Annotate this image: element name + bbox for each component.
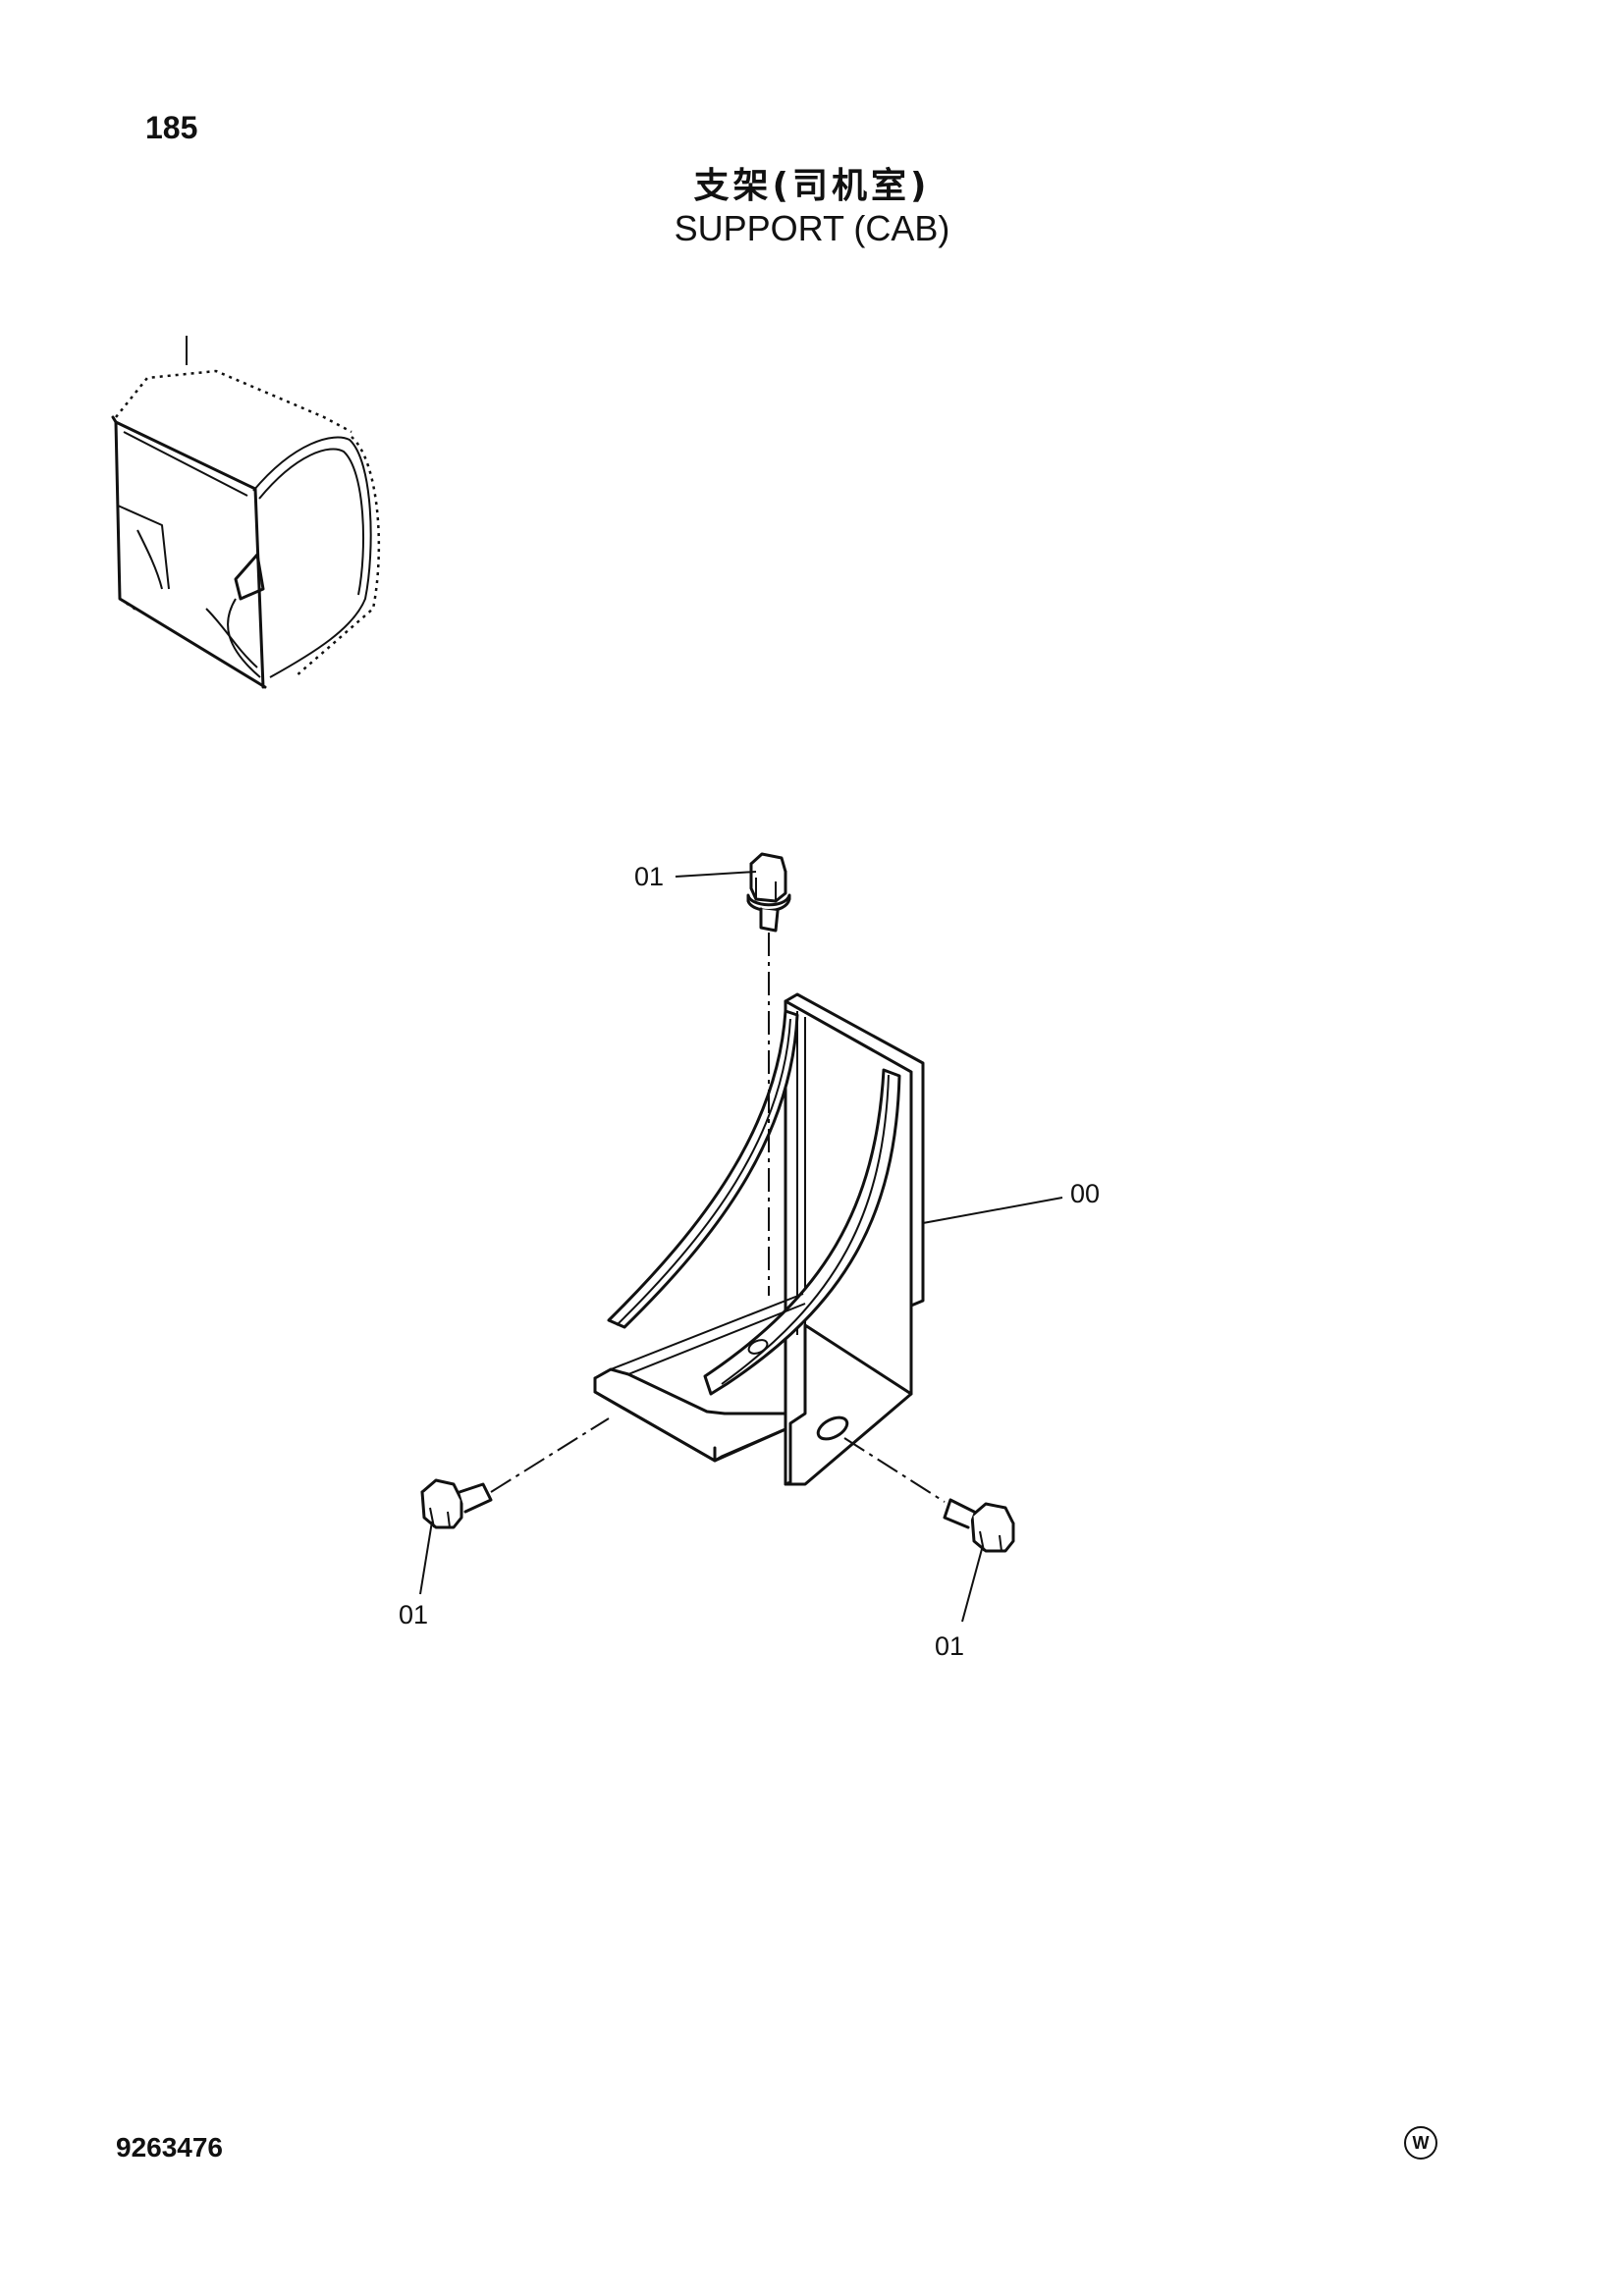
title-chinese: 支架(司机室) xyxy=(693,166,931,206)
bolt-left xyxy=(420,1417,610,1529)
document-number: 9263476 xyxy=(116,2132,224,2163)
callout-right-bolt: 01 xyxy=(935,1631,964,1661)
support-bracket-drawing xyxy=(593,992,925,1486)
callout-support: 00 xyxy=(1070,1179,1100,1208)
callout-left-bolt: 01 xyxy=(399,1600,428,1629)
callout-top-bolt: 01 xyxy=(634,862,664,891)
bolt-right xyxy=(843,1437,1015,1553)
bolt-top xyxy=(746,852,791,1296)
leader-left-bolt xyxy=(419,1521,433,1595)
leader-support xyxy=(922,1197,1063,1224)
title-english: SUPPORT (CAB) xyxy=(674,208,950,248)
corner-mark: W xyxy=(1404,2126,1437,2160)
leader-right-bolt xyxy=(961,1548,983,1623)
page-number: 185 xyxy=(145,110,198,145)
leader-top-bolt xyxy=(675,871,757,878)
cab-location-icon xyxy=(111,336,381,689)
